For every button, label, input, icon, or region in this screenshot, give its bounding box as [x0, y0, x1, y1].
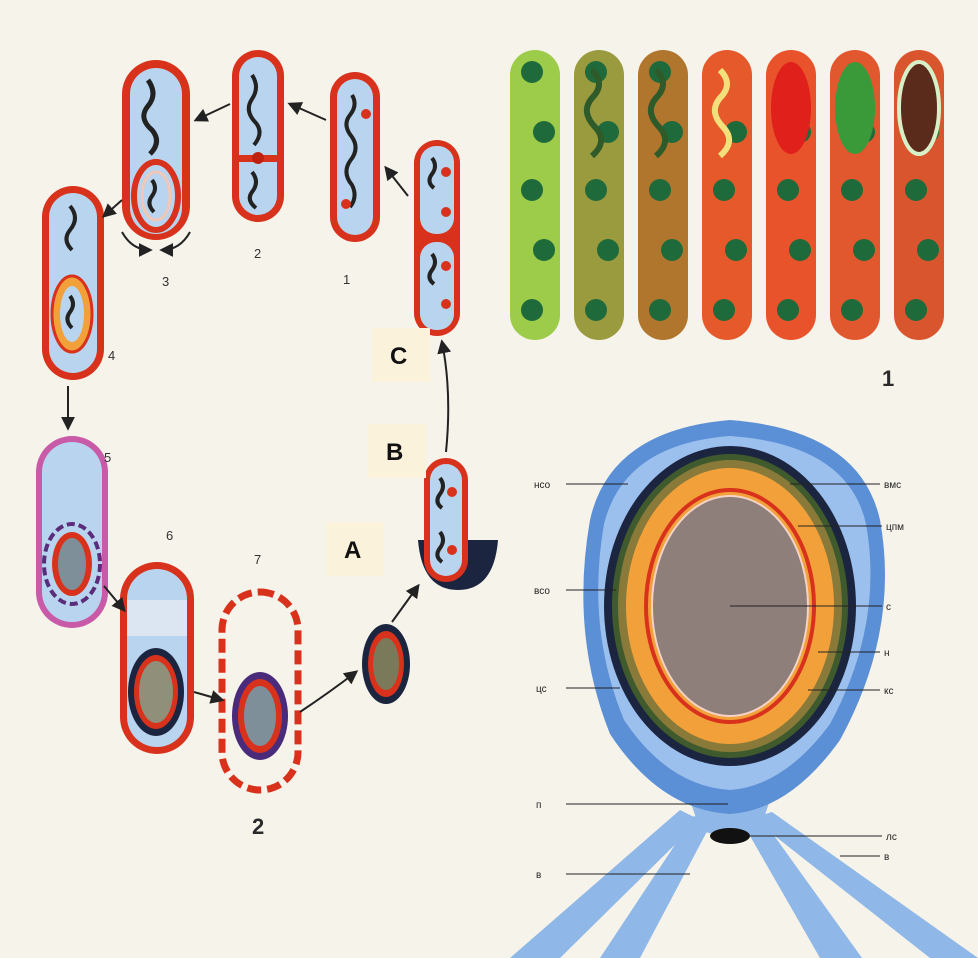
label-box-a: A [326, 522, 384, 576]
label-box-b: B [368, 424, 426, 478]
granule [853, 239, 875, 261]
cell-stage-4 [42, 186, 104, 380]
granule [585, 179, 607, 201]
granule [585, 299, 607, 321]
stained-spore [899, 62, 939, 154]
cell-stage-2 [232, 50, 284, 222]
dividing-cells [414, 140, 460, 336]
label-ks: кс [884, 686, 894, 697]
label-nso: нсо [534, 480, 551, 491]
granule [917, 239, 939, 261]
label-box-c: C [372, 328, 430, 382]
label-vms: вмс [884, 480, 901, 491]
granule [533, 121, 555, 143]
label-v-left: в [536, 870, 541, 881]
stage-label-6: 6 [166, 528, 173, 543]
label-box-c-text: C [390, 343, 407, 370]
label-p: п [536, 800, 541, 811]
stained-spore [771, 62, 811, 154]
label-box-a-text: A [344, 537, 361, 564]
stage-label-2: 2 [254, 246, 261, 261]
stained-spore [835, 62, 875, 154]
lamellar-structure [710, 828, 750, 844]
granule [777, 299, 799, 321]
granule [649, 299, 671, 321]
free-spore [362, 624, 410, 704]
granule [841, 179, 863, 201]
cell-stage-1 [330, 72, 380, 242]
label-ls: лс [886, 832, 897, 843]
granule [521, 179, 543, 201]
granule [713, 179, 735, 201]
figure-number-2: 2 [252, 814, 264, 839]
granule [777, 179, 799, 201]
cell-stage-6 [120, 562, 194, 754]
label-s: с [886, 602, 891, 613]
granule [725, 239, 747, 261]
stained-rods [510, 50, 944, 340]
granule [521, 61, 543, 83]
label-v-right: в [884, 852, 889, 863]
granule [905, 179, 927, 201]
cell-stage-3 [122, 60, 190, 250]
granule [649, 179, 671, 201]
cell-stage-5 [36, 436, 108, 628]
granule [713, 299, 735, 321]
stage-label-5: 5 [104, 450, 111, 465]
figure-number-1: 1 [882, 366, 894, 391]
granule [521, 299, 543, 321]
granule [841, 299, 863, 321]
stage-label-3: 3 [162, 274, 169, 289]
granule [597, 239, 619, 261]
label-vso: всо [534, 586, 550, 597]
label-box-b-text: B [386, 439, 403, 466]
stage-label-7: 7 [254, 552, 261, 567]
granule [661, 239, 683, 261]
stage-label-1: 1 [343, 272, 350, 287]
granule [789, 239, 811, 261]
granule [905, 299, 927, 321]
granule [533, 239, 555, 261]
label-tspm: цпм [886, 522, 904, 533]
label-n: н [884, 648, 890, 659]
stage-label-4: 4 [108, 348, 115, 363]
label-ts: цс [536, 684, 547, 695]
